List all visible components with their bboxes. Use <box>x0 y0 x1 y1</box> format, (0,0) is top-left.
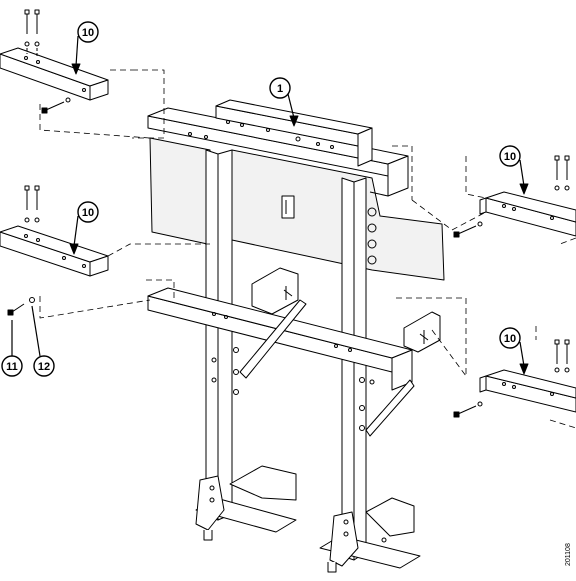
svg-text:10: 10 <box>82 207 94 219</box>
svg-text:12: 12 <box>38 361 50 373</box>
callout-12: 12 <box>31 305 55 377</box>
svg-text:11: 11 <box>6 361 18 373</box>
rail-top-right <box>479 191 576 237</box>
screw-top-left <box>41 97 71 114</box>
callout-10-top-right: 10 <box>499 145 529 195</box>
callout-11: 11 <box>1 320 23 377</box>
bolts-bottom-right <box>554 339 570 373</box>
callout-10-mid-left: 10 <box>69 201 99 255</box>
svg-text:10: 10 <box>504 333 516 345</box>
svg-text:10: 10 <box>504 151 516 163</box>
mounting-plate <box>149 137 445 281</box>
bolts-mid-left <box>24 185 40 223</box>
figure-id-label: 201108 <box>565 543 572 566</box>
callout-10-top-left: 10 <box>71 21 99 75</box>
callout-10-bottom-right: 10 <box>499 327 529 375</box>
bolts-top-right <box>554 155 570 191</box>
rail-top-left <box>0 47 109 101</box>
base-feet <box>195 465 421 573</box>
screw-and-washer-left <box>7 297 35 316</box>
callouts: 1 10 10 10 10 <box>1 21 529 377</box>
assembly-guide-lines <box>39 69 576 429</box>
frame-bolts <box>211 347 375 431</box>
svg-text:1: 1 <box>277 83 283 95</box>
bolts-top-left <box>24 9 40 58</box>
svg-text:10: 10 <box>82 27 94 39</box>
callout-1: 1 <box>269 77 299 127</box>
rail-mid-left <box>0 225 109 277</box>
main-frame <box>147 99 441 573</box>
screw-top-right <box>453 221 483 238</box>
screw-bottom-right <box>453 401 483 418</box>
rail-bottom-right <box>479 369 576 413</box>
